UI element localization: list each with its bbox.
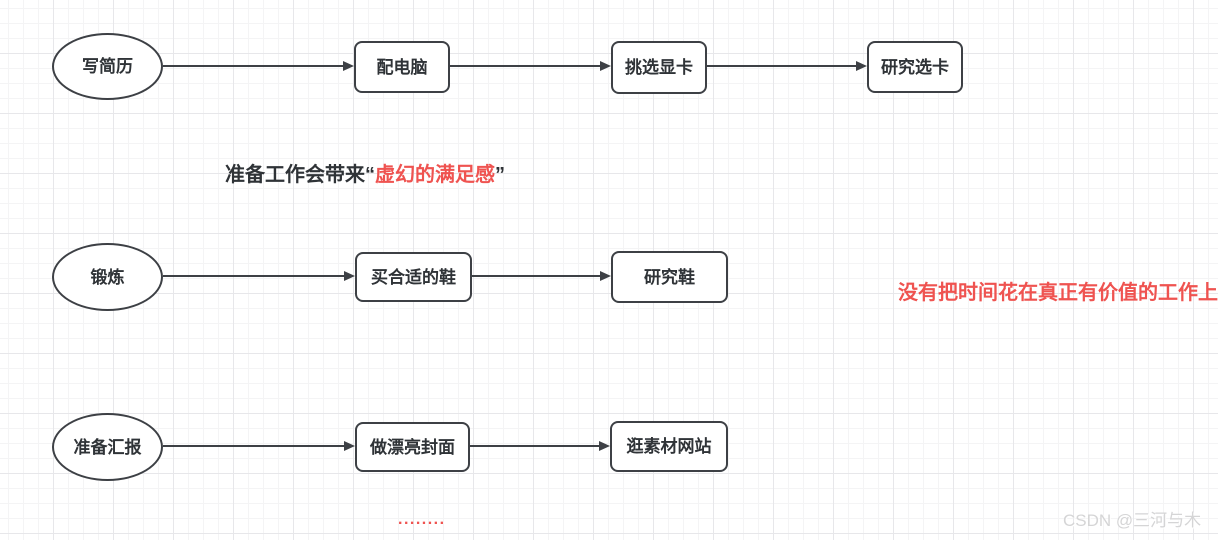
note-quote-open: “ (365, 164, 375, 186)
flow-node-start-exercise: 锻炼 (52, 243, 163, 311)
flow-node-browse-assets: 逛素材网站 (610, 421, 728, 472)
node-label: 研究鞋 (644, 267, 695, 287)
node-label: 逛素材网站 (626, 437, 712, 456)
node-label: 挑选显卡 (625, 58, 693, 77)
node-label: 准备汇报 (73, 437, 142, 457)
csdn-watermark: CSDN @三河与木 (1063, 511, 1202, 530)
annotation-false-satisfaction: 准备工作会带来“虚幻的满足感” (225, 165, 505, 185)
note-quote-close: ” (495, 164, 505, 186)
flow-arrow (450, 60, 611, 71)
flow-arrow (163, 270, 355, 281)
annotation-ellipsis-dots: ........ (398, 511, 446, 528)
annotation-wasted-time: 没有把时间花在真正有价值的工作上 (898, 282, 1218, 304)
flow-arrow (707, 60, 867, 71)
flow-arrow (163, 60, 354, 71)
flow-node-research-shoes: 研究鞋 (611, 251, 728, 303)
node-label: 做漂亮封面 (370, 437, 455, 457)
node-label: 研究选卡 (881, 57, 949, 77)
flow-arrow (472, 270, 611, 281)
note-prefix: 准备工作会带来 (225, 164, 365, 186)
flow-arrow (470, 440, 610, 451)
flow-node-pick-gpu: 挑选显卡 (611, 41, 707, 94)
flow-node-build-pc: 配电脑 (354, 41, 450, 93)
node-label: 买合适的鞋 (371, 267, 456, 287)
flow-node-start-report: 准备汇报 (52, 413, 163, 481)
flow-node-start-resume: 写简历 (52, 33, 163, 100)
flow-node-pretty-cover: 做漂亮封面 (355, 422, 470, 472)
node-label: 写简历 (82, 57, 133, 76)
flow-node-research-card: 研究选卡 (867, 41, 963, 93)
flow-node-buy-shoes: 买合适的鞋 (355, 252, 472, 302)
flow-arrow (163, 440, 355, 451)
node-label: 配电脑 (376, 57, 428, 77)
note-highlight: 虚幻的满足感 (375, 164, 495, 186)
node-label: 锻炼 (90, 267, 125, 287)
